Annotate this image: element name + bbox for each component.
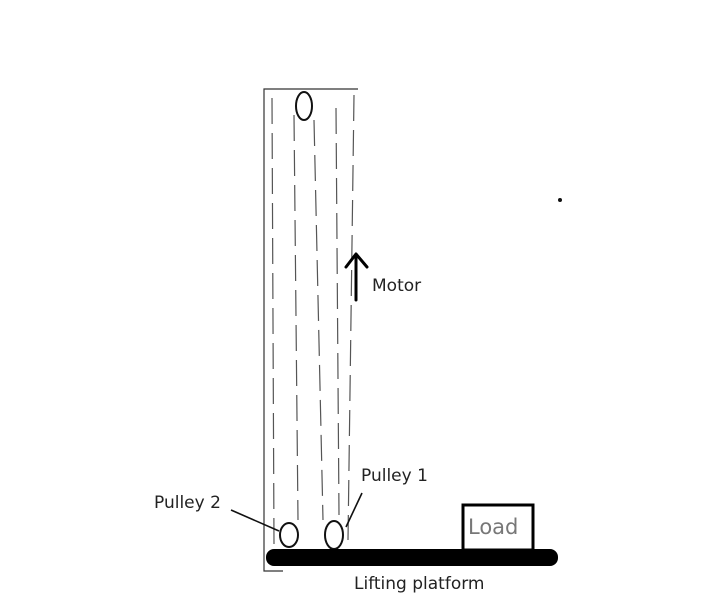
motor-label: Motor [372, 276, 422, 296]
rope-line-2 [293, 114, 299, 521]
load-label: Load [468, 515, 519, 539]
rope-lines [271, 94, 355, 546]
stray-dot [558, 198, 562, 202]
rope-line-3 [313, 119, 324, 521]
lifting-platform [266, 549, 558, 566]
rope-line-5 [347, 94, 355, 541]
load-box [461, 503, 535, 552]
lifting-platform-label: Lifting platform [354, 574, 485, 594]
pulley-1 [324, 520, 344, 550]
top-pulley [295, 91, 313, 121]
rope-line-4 [335, 107, 340, 516]
pulley-1-label: Pulley 1 [361, 466, 428, 486]
pulley-1-pointer [345, 492, 363, 528]
shaft-frame [263, 88, 358, 572]
pulley-2-label: Pulley 2 [154, 493, 221, 513]
pulley-2-pointer [230, 509, 280, 532]
pulley-2 [279, 522, 299, 548]
motor-arrow-icon [344, 252, 369, 302]
rope-line-1 [271, 97, 275, 546]
